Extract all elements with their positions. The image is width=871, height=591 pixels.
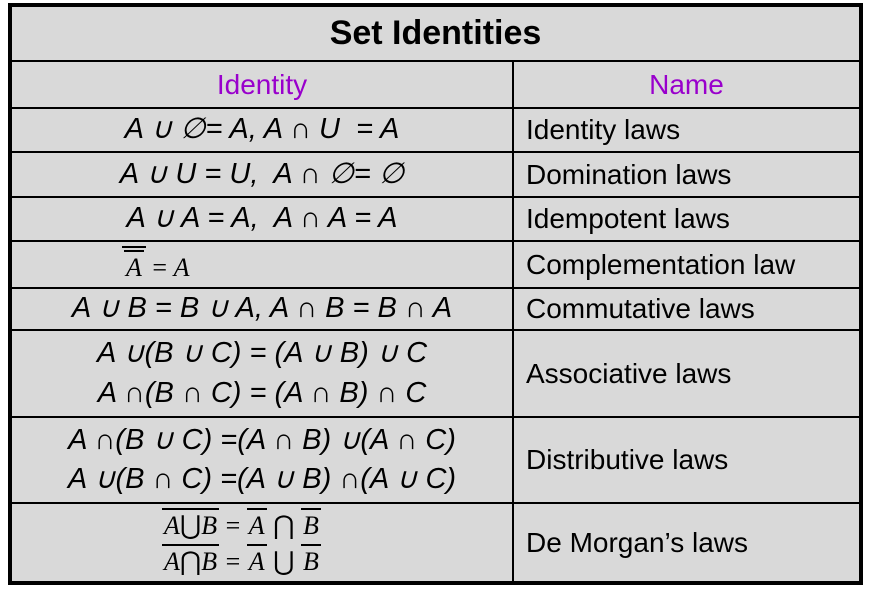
identity-cell: A = A <box>12 242 514 287</box>
law-name: Distributive laws <box>526 444 729 475</box>
identity-cell: A ∪(B ∪ C) = (A ∪ B) ∪ C A ∩(B ∩ C) = (A… <box>12 331 514 416</box>
column-header-identity-label: Identity <box>216 68 308 100</box>
table-row-de-morgans-laws: A⋃B = A ⋂ B A⋂B = A ⋃ B De Morgan’s laws <box>12 502 859 581</box>
identity-cell: A ∪ B = B ∪ A, A ∩ B = B ∩ A <box>12 289 514 329</box>
formula: A ∪ A = A, A ∩ A = A <box>126 202 398 235</box>
formula: A ∪ ∅= A, A ∩ U = A <box>124 113 400 146</box>
table-row-domination-laws: A ∪ U = U, A ∩ ∅= ∅ Domination laws <box>12 151 859 196</box>
table-row-idempotent-laws: A ∪ A = A, A ∩ A = A Idempotent laws <box>12 196 859 240</box>
table-header-row: Identity Name <box>12 60 859 107</box>
column-header-name: Name <box>514 62 859 107</box>
law-name: De Morgan’s laws <box>526 526 749 558</box>
formula-double-complement: A = A <box>122 246 189 283</box>
table-row-complementation-law: A = A Complementation law <box>12 240 859 287</box>
identity-cell: A ∪ U = U, A ∩ ∅= ∅ <box>12 153 514 196</box>
formula: A ∪ B = B ∪ A, A ∩ B = B ∩ A <box>71 292 453 325</box>
formula-de-morgan-intersection: A⋂B = A ⋃ B <box>162 544 321 577</box>
formula: A ∩(B ∩ C) = (A ∩ B) ∩ C <box>97 376 427 409</box>
law-name: Idempotent laws <box>526 203 730 234</box>
law-name: Associative laws <box>526 357 732 389</box>
table-row-commutative-laws: A ∪ B = B ∪ A, A ∩ B = B ∩ A Commutative… <box>12 287 859 329</box>
formula: A ∪ U = U, A ∩ ∅= ∅ <box>119 157 405 190</box>
table-row-distributive-laws: A ∩(B ∪ C) =(A ∩ B) ∪(A ∩ C) A ∪(B ∩ C) … <box>12 416 859 502</box>
column-header-identity: Identity <box>12 62 514 107</box>
table-title-row: Set Identities <box>12 7 859 60</box>
identity-cell: A⋃B = A ⋂ B A⋂B = A ⋃ B <box>12 504 514 581</box>
set-identities-table: Set Identities Identity Name A ∪ ∅= A, A… <box>8 3 863 585</box>
identity-cell: A ∪ ∅= A, A ∩ U = A <box>12 109 514 151</box>
table-row-associative-laws: A ∪(B ∪ C) = (A ∪ B) ∪ C A ∩(B ∩ C) = (A… <box>12 329 859 416</box>
formula: A ∪(B ∪ C) = (A ∪ B) ∪ C <box>96 337 428 370</box>
table-row-identity-laws: A ∪ ∅= A, A ∩ U = A Identity laws <box>12 107 859 151</box>
page-title: Set Identities <box>329 14 542 52</box>
law-name: Identity laws <box>526 114 681 145</box>
law-name: Complementation law <box>526 248 796 280</box>
formula-de-morgan-union: A⋃B = A ⋂ B <box>162 507 321 541</box>
identity-cell: A ∪ A = A, A ∩ A = A <box>12 198 514 240</box>
column-header-name-label: Name <box>649 68 724 100</box>
law-name: Domination laws <box>526 158 732 190</box>
identity-cell: A ∩(B ∪ C) =(A ∩ B) ∪(A ∩ C) A ∪(B ∩ C) … <box>12 418 514 502</box>
formula: A ∪(B ∩ C) =(A ∪ B) ∩(A ∪ C) <box>67 462 457 495</box>
law-name: Commutative laws <box>526 293 755 324</box>
formula: A ∩(B ∪ C) =(A ∩ B) ∪(A ∩ C) <box>68 423 456 456</box>
